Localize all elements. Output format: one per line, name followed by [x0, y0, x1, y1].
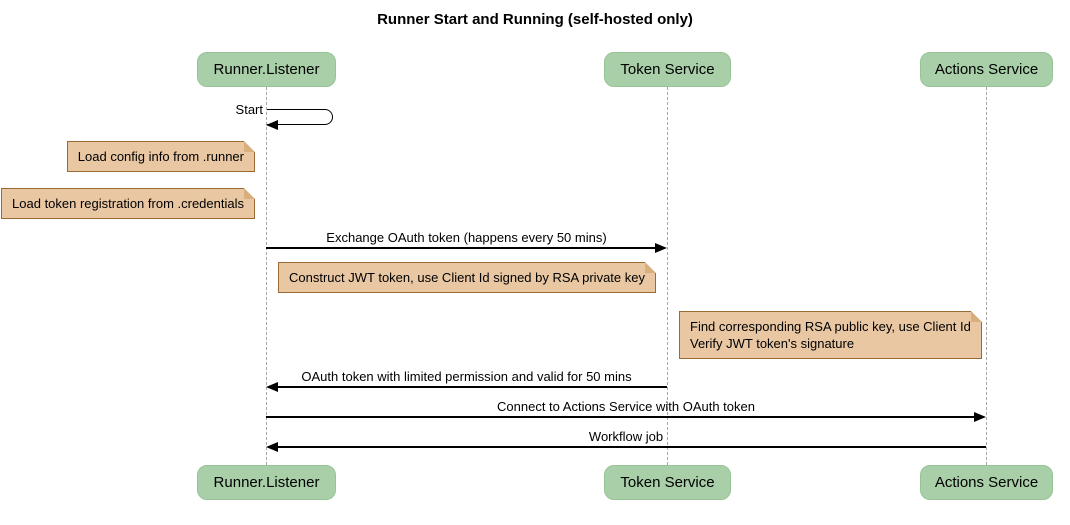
participant-actions-service-top: Actions Service — [920, 52, 1053, 87]
message-line — [277, 386, 667, 388]
lifeline-actions-service — [986, 87, 987, 465]
arrowhead-right-icon — [655, 243, 667, 253]
participant-actions-service-bottom: Actions Service — [920, 465, 1053, 500]
message-label-oauth-returned: OAuth token with limited permission and … — [301, 369, 632, 384]
participant-token-service-bottom: Token Service — [604, 465, 731, 500]
message-label-exchange-oauth: Exchange OAuth token (happens every 50 m… — [326, 230, 607, 245]
participant-token-service-top: Token Service — [604, 52, 731, 87]
diagram-title: Runner Start and Running (self-hosted on… — [377, 11, 693, 28]
note-load-token-registration: Load token registration from .credential… — [1, 188, 255, 219]
message-line — [266, 247, 656, 249]
note-verify-jwt: Find corresponding RSA public key, use C… — [679, 311, 982, 359]
arrowhead-left-icon — [266, 382, 278, 392]
message-line — [266, 416, 975, 418]
arrowhead-left-icon — [266, 442, 278, 452]
arrowhead-right-icon — [974, 412, 986, 422]
note-load-config: Load config info from .runner — [66, 141, 256, 172]
participant-runner-listener-bottom: Runner.Listener — [197, 465, 336, 500]
participant-runner-listener-top: Runner.Listener — [197, 52, 336, 87]
self-message-loop — [267, 109, 333, 125]
arrowhead-left-icon — [266, 120, 278, 130]
lifeline-runner-listener — [266, 87, 267, 465]
message-label-connect-actions: Connect to Actions Service with OAuth to… — [497, 399, 755, 414]
message-label-workflow-job: Workflow job — [588, 429, 664, 444]
message-line — [277, 446, 986, 448]
lifeline-token-service — [667, 87, 668, 465]
note-construct-jwt: Construct JWT token, use Client Id signe… — [278, 262, 656, 293]
self-message-label: Start — [235, 102, 263, 117]
